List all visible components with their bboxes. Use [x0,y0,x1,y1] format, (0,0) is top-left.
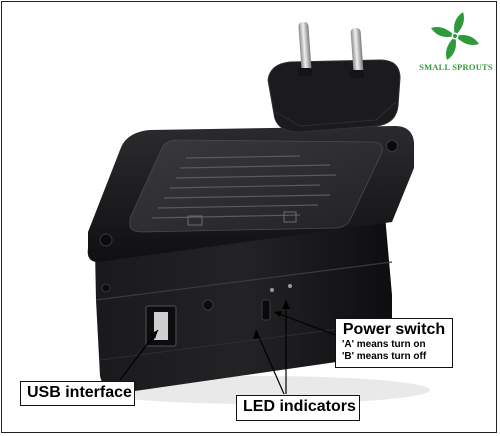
screw [386,140,398,152]
usb-port-tongue [154,312,168,340]
arrow-heads [150,300,290,339]
plug-pins [298,21,364,78]
screw [99,233,113,247]
usb-interface-title: USB interface [27,384,132,401]
plug-edge [275,101,397,127]
power-switch-off-note: 'B' means turn off [342,351,427,362]
body-seam [95,261,393,301]
adapter-body-front [95,215,392,393]
spec-label-texture [151,155,337,219]
power-switch [261,299,271,321]
eu-plug-icon [267,59,401,133]
power-switch-title: Power switch [342,321,446,338]
led-indicators-title: LED indicators [243,398,356,415]
callout-arrows [119,300,339,395]
power-switch-on-note: 'A' means turn on [342,339,426,350]
led-indicator [270,288,274,292]
usb-interface-callout: USB interface [20,381,135,406]
screw [202,299,214,311]
power-switch-callout: Power switch 'A' means turn on 'B' means… [335,318,453,368]
brand-name: SMALL SPROUTS [419,62,493,72]
led-indicators-callout: LED indicators [236,395,360,421]
certification-mark [283,211,297,223]
led-indicator [288,284,292,288]
certification-mark [187,215,203,226]
screw [101,283,111,293]
pinwheel-leaf-logo [431,12,479,60]
